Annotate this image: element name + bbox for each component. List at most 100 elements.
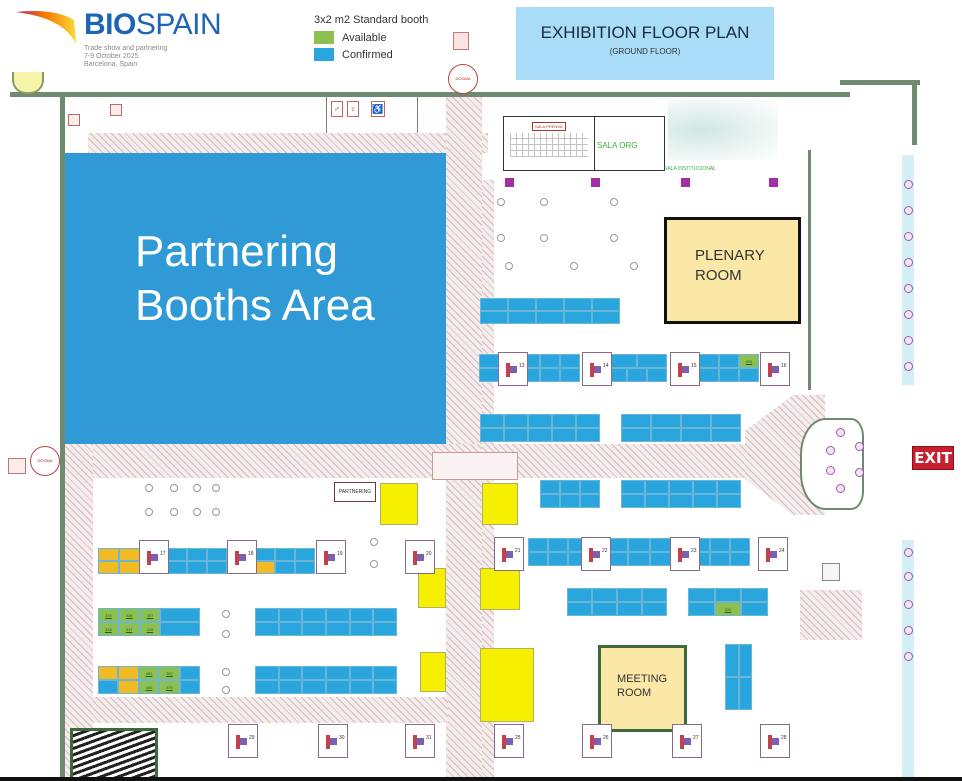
booth[interactable]: [647, 368, 667, 382]
booth[interactable]: [255, 622, 279, 636]
sala-prensa-room[interactable]: SALA PRENSA: [503, 116, 595, 171]
booth[interactable]: [536, 298, 564, 311]
booth-available[interactable]: 330: [714, 602, 742, 616]
booth[interactable]: [627, 368, 647, 382]
meeting-room[interactable]: MEETING ROOM: [598, 645, 687, 732]
booth[interactable]: [710, 538, 730, 552]
booth[interactable]: [681, 414, 711, 428]
booth[interactable]: [373, 608, 398, 622]
booth[interactable]: [621, 428, 651, 442]
booth[interactable]: [719, 354, 739, 368]
booth[interactable]: [302, 622, 327, 636]
booth[interactable]: [326, 622, 350, 636]
booth[interactable]: [564, 311, 592, 324]
booth-available[interactable]: 380: [159, 666, 180, 680]
booth[interactable]: [552, 414, 576, 428]
booth-reserved[interactable]: [98, 561, 119, 574]
booth[interactable]: [564, 298, 592, 311]
exit-sign[interactable]: EXIT: [912, 446, 954, 470]
meeting-pod[interactable]: 17: [139, 540, 169, 574]
sponsor-block[interactable]: [480, 648, 534, 722]
booth[interactable]: [730, 538, 750, 552]
booth[interactable]: [548, 538, 568, 552]
booth[interactable]: [160, 622, 200, 636]
booth[interactable]: [592, 311, 620, 324]
booth[interactable]: [592, 588, 617, 602]
booth[interactable]: [621, 480, 645, 494]
booth[interactable]: [349, 680, 374, 694]
meeting-pod[interactable]: 22: [581, 537, 611, 571]
meeting-pod[interactable]: 14: [582, 352, 612, 386]
booth[interactable]: [548, 552, 568, 566]
booth[interactable]: [567, 602, 592, 616]
booth[interactable]: [642, 602, 667, 616]
booth[interactable]: [576, 414, 600, 428]
booth[interactable]: [580, 480, 600, 494]
booth[interactable]: [278, 680, 303, 694]
booth[interactable]: [326, 608, 350, 622]
booth-reserved[interactable]: [118, 666, 139, 680]
booth[interactable]: [167, 561, 187, 574]
booth[interactable]: [560, 494, 580, 508]
booth[interactable]: [580, 494, 600, 508]
booth[interactable]: [480, 298, 508, 311]
booth[interactable]: [617, 588, 642, 602]
booth[interactable]: [649, 552, 671, 566]
booth[interactable]: [651, 428, 681, 442]
booth[interactable]: [187, 561, 207, 574]
meeting-pod[interactable]: 30: [318, 724, 348, 758]
sponsor-block[interactable]: [482, 483, 518, 525]
booth[interactable]: [669, 494, 693, 508]
meeting-pod[interactable]: 24: [758, 537, 788, 571]
booth-reserved[interactable]: [255, 561, 275, 574]
booth-available[interactable]: 336: [118, 608, 140, 622]
meeting-pod[interactable]: 26: [582, 724, 612, 758]
meeting-pod[interactable]: 18: [227, 540, 257, 574]
booth[interactable]: [592, 602, 617, 616]
booth[interactable]: [628, 552, 650, 566]
meeting-pod[interactable]: 21: [494, 537, 524, 571]
booth[interactable]: [302, 608, 327, 622]
booth[interactable]: [651, 414, 681, 428]
booth-available[interactable]: 326: [739, 354, 759, 368]
booth[interactable]: [207, 561, 227, 574]
booth[interactable]: [711, 414, 741, 428]
sala-org-room[interactable]: SALA ORG: [595, 116, 665, 171]
booth-available[interactable]: 337: [118, 622, 140, 636]
auditorium[interactable]: [70, 728, 158, 781]
booth-reserved[interactable]: [98, 548, 119, 561]
booth[interactable]: [688, 602, 715, 616]
meeting-pod[interactable]: 29: [228, 724, 258, 758]
booth-available[interactable]: 381: [138, 666, 160, 680]
booth[interactable]: [349, 608, 374, 622]
booth[interactable]: [669, 480, 693, 494]
partnering-booths-area[interactable]: Partnering Booths Area: [65, 153, 446, 444]
booth[interactable]: [278, 666, 303, 680]
booth[interactable]: [255, 548, 275, 561]
booth-available[interactable]: 336: [139, 622, 161, 636]
booth[interactable]: [255, 666, 279, 680]
partnering-small-box[interactable]: PARTNERING: [334, 482, 376, 502]
booth[interactable]: [540, 480, 560, 494]
booth[interactable]: [187, 548, 207, 561]
booth[interactable]: [719, 368, 739, 382]
booth-reserved[interactable]: [98, 666, 119, 680]
booth[interactable]: [637, 354, 667, 368]
booth[interactable]: [699, 368, 719, 382]
booth[interactable]: [528, 552, 548, 566]
booth[interactable]: [621, 414, 651, 428]
booth[interactable]: [480, 414, 504, 428]
booth[interactable]: [699, 354, 719, 368]
booth[interactable]: [480, 428, 504, 442]
booth[interactable]: [349, 622, 374, 636]
booth[interactable]: [302, 666, 327, 680]
booth-available[interactable]: 380: [138, 680, 160, 694]
booth[interactable]: [480, 311, 508, 324]
booth[interactable]: [642, 588, 667, 602]
booth[interactable]: [717, 480, 741, 494]
booth[interactable]: [373, 680, 398, 694]
booth[interactable]: [528, 414, 552, 428]
booth[interactable]: [617, 602, 642, 616]
meeting-pod[interactable]: 20: [405, 540, 435, 574]
booth[interactable]: [567, 588, 592, 602]
